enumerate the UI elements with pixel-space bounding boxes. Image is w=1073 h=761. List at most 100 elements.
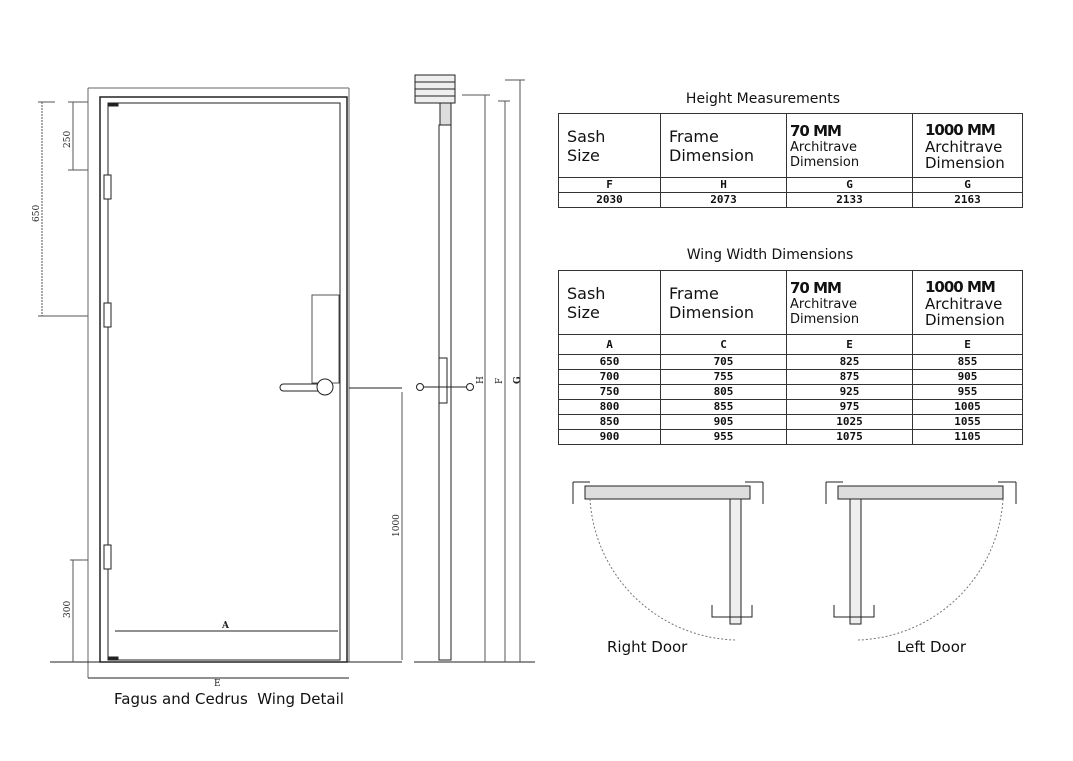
cell: G — [786, 177, 913, 193]
height-table-title: Height Measurements — [685, 91, 841, 107]
dim-e: E — [214, 679, 221, 689]
header-text: Architrave — [790, 139, 858, 155]
drawing-caption: Fagus and Cedrus Wing Detail — [114, 690, 344, 708]
cell: 855 — [912, 354, 1023, 370]
cell: H — [660, 177, 787, 193]
header-text: Size — [567, 145, 600, 165]
cell: 855 — [660, 399, 787, 415]
hinge-middle — [103, 302, 112, 328]
cell: 1075 — [786, 429, 913, 445]
dim-650: 650 — [32, 205, 42, 222]
header-bold: 1000 MM — [925, 277, 996, 296]
cell: 2030 — [558, 192, 661, 208]
door-front-elevation — [38, 87, 403, 679]
header-text: Frame — [669, 283, 719, 303]
header-text: Dimension — [790, 311, 860, 327]
right-door-label: Right Door — [607, 638, 688, 656]
cell: E — [786, 334, 913, 355]
header-text: Architrave — [790, 296, 858, 312]
header-text: Dimension — [669, 145, 755, 165]
cell: 905 — [660, 414, 787, 430]
cell: 705 — [660, 354, 787, 370]
cell: 2133 — [786, 192, 913, 208]
letter-row: A C E E — [558, 334, 1023, 355]
header-text: Dimension — [925, 310, 1005, 329]
cell: 2073 — [660, 192, 787, 208]
cell: 650 — [558, 354, 661, 370]
dim-f: F — [495, 378, 505, 384]
cell: A — [558, 334, 661, 355]
dim-g: G — [513, 376, 523, 384]
cell: 955 — [660, 429, 787, 445]
cell: 850 — [558, 414, 661, 430]
header-text: Dimension — [925, 153, 1005, 172]
header-text: Frame — [669, 126, 719, 146]
cell: 805 — [660, 384, 787, 400]
dim-250: 250 — [63, 131, 73, 148]
dim-1000: 1000 — [392, 514, 402, 537]
cell: 875 — [786, 369, 913, 385]
cell: 800 — [558, 399, 661, 415]
cell: F — [558, 177, 661, 193]
header-text: Architrave — [925, 137, 1003, 156]
cell: 975 — [786, 399, 913, 415]
left-door-plan — [825, 481, 1017, 641]
cell: G — [912, 177, 1023, 193]
left-door-label: Left Door — [897, 638, 967, 656]
cell: 1005 — [912, 399, 1023, 415]
cell: 1055 — [912, 414, 1023, 430]
cell: 1025 — [786, 414, 913, 430]
dim-a: A — [221, 621, 230, 631]
letter-row: F H G G — [558, 177, 1023, 193]
header-bold: 70 MM — [790, 121, 842, 140]
cell: 1105 — [912, 429, 1023, 445]
cell: 925 — [786, 384, 913, 400]
header-bold: 1000 MM — [925, 120, 996, 139]
cell: 755 — [660, 369, 787, 385]
header-text: Sash — [567, 126, 606, 146]
door-side-section — [414, 74, 535, 663]
cell: C — [660, 334, 787, 355]
cell: 900 — [558, 429, 661, 445]
header-text: Dimension — [669, 302, 755, 322]
dim-300: 300 — [63, 601, 73, 618]
hinge-bottom — [103, 544, 112, 570]
cell: 955 — [912, 384, 1023, 400]
cell: E — [912, 334, 1023, 355]
header-text: Sash — [567, 283, 606, 303]
header-text: Size — [567, 302, 600, 322]
cell: 2163 — [912, 192, 1023, 208]
cell: 750 — [558, 384, 661, 400]
right-door-plan — [572, 481, 764, 641]
header-text: Architrave — [925, 294, 1003, 313]
cell: 905 — [912, 369, 1023, 385]
cell: 700 — [558, 369, 661, 385]
width-table-title: Wing Width Dimensions — [686, 247, 854, 263]
cell: 825 — [786, 354, 913, 370]
header-bold: 70 MM — [790, 278, 842, 297]
header-text: Dimension — [790, 154, 860, 170]
handle-plate — [311, 294, 340, 384]
table-row: 2030 2073 2133 2163 — [558, 192, 1023, 208]
dim-h: H — [476, 376, 486, 384]
hinge-top — [103, 174, 112, 200]
